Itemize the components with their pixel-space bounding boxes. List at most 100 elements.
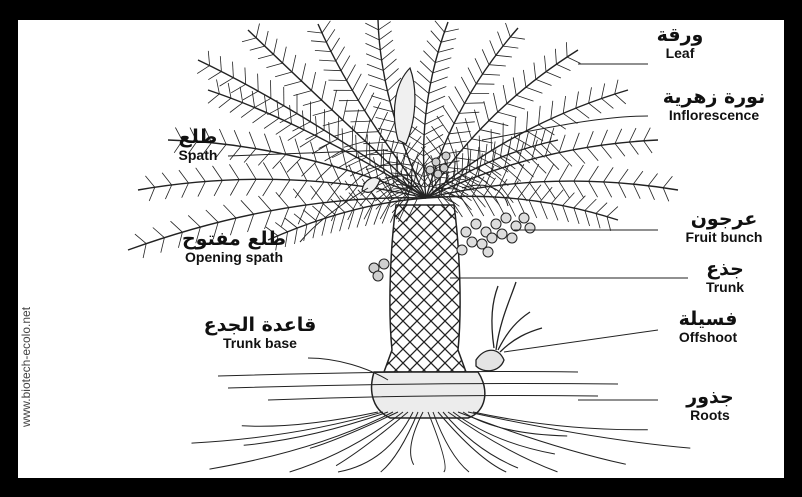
- leaflet: [426, 137, 440, 155]
- leaflet: [256, 24, 259, 38]
- label-leaf-en: Leaf: [648, 46, 712, 61]
- leaflet: [357, 132, 379, 133]
- leaflet: [541, 129, 545, 144]
- leaflet: [663, 176, 672, 188]
- leaflet: [563, 206, 569, 222]
- leaflet: [432, 126, 445, 144]
- leaflet: [340, 212, 345, 231]
- leaflet: [574, 196, 586, 208]
- leaflet: [448, 168, 471, 171]
- leaflet: [589, 87, 592, 103]
- root-strand: [210, 412, 394, 469]
- leaflet: [368, 75, 385, 81]
- leaflet: [536, 79, 552, 85]
- leaflet: [250, 46, 265, 50]
- leaflet: [366, 54, 382, 61]
- leaflet: [366, 206, 373, 226]
- leaflet: [135, 234, 146, 244]
- leaflet: [437, 116, 449, 134]
- leaflet: [249, 132, 256, 149]
- leaflet: [197, 66, 209, 74]
- leaflet: [518, 163, 533, 177]
- leaflet: [503, 85, 507, 104]
- leaflet: [490, 40, 496, 55]
- label-opening-spath-ar: طلع مفتوح: [152, 230, 316, 250]
- leaflet: [566, 42, 567, 57]
- leaflet: [515, 164, 524, 184]
- leaflet: [589, 166, 599, 181]
- leaflet: [145, 176, 154, 187]
- leaflet: [465, 118, 471, 139]
- leaflet: [532, 159, 547, 173]
- leaflet: [602, 83, 605, 98]
- leaflet: [420, 61, 433, 73]
- leaflet: [298, 205, 306, 224]
- leaflet: [311, 186, 324, 203]
- leaflet: [336, 47, 345, 61]
- leaflet: [322, 218, 326, 236]
- leaflet: [576, 108, 589, 118]
- leaflet: [523, 70, 526, 87]
- leaflet: [556, 64, 570, 70]
- leaflet: [213, 166, 223, 181]
- label-roots-ar: جذور: [670, 388, 750, 408]
- leaflet: [489, 121, 509, 126]
- leaflet: [302, 111, 304, 131]
- leaflet: [230, 180, 239, 196]
- leaflet: [370, 85, 388, 91]
- watermark-text: www.biotech-ecolo.net: [19, 307, 33, 427]
- leaflet: [529, 200, 537, 218]
- leaflet: [357, 208, 363, 228]
- leaflet: [279, 180, 290, 197]
- leaflet: [414, 81, 428, 93]
- leaflet: [576, 92, 579, 109]
- label-inflorescence: نورة زهرية Inflorescence: [644, 88, 784, 123]
- leaflet: [273, 154, 286, 168]
- leaflet: [615, 129, 622, 144]
- leaflet: [493, 93, 497, 112]
- leaflet: [265, 31, 268, 46]
- leaflet: [644, 141, 653, 153]
- leaflet: [663, 188, 669, 202]
- leaflet: [550, 142, 560, 153]
- leaflet: [427, 41, 438, 53]
- leaflet: [295, 139, 301, 158]
- leaflet: [551, 119, 566, 129]
- leaflet: [648, 174, 657, 186]
- leaflet: [223, 205, 236, 218]
- leaflet: [589, 103, 602, 113]
- leaflet: [365, 93, 374, 111]
- leaflet: [429, 87, 447, 94]
- leaflet: [258, 55, 274, 59]
- leaflet: [563, 193, 575, 206]
- leaflet: [539, 106, 541, 125]
- label-trunk-en: Trunk: [690, 280, 760, 295]
- leaflet: [230, 103, 243, 113]
- leaflet: [629, 128, 636, 142]
- leaflet: [217, 79, 220, 94]
- leaflet: [307, 31, 322, 33]
- root-strand: [448, 412, 558, 472]
- leaflet: [314, 163, 324, 182]
- leaflet: [456, 127, 463, 148]
- label-roots-en: Roots: [670, 408, 750, 423]
- leaflet: [534, 63, 536, 80]
- leaflet: [365, 33, 379, 40]
- leaflet: [312, 72, 316, 91]
- leaflet: [424, 125, 443, 135]
- leaflet: [472, 196, 484, 216]
- leaflet: [629, 142, 638, 155]
- leaflet: [423, 51, 435, 63]
- leaflet: [364, 199, 375, 220]
- leaflet: [319, 139, 338, 149]
- leaflet: [323, 120, 343, 126]
- leaflet: [533, 146, 545, 157]
- leaflet: [607, 207, 618, 217]
- leaflet: [265, 211, 272, 229]
- leaflet: [444, 29, 458, 32]
- leaflet: [313, 110, 333, 115]
- leaflet: [297, 162, 307, 181]
- leaflet: [303, 210, 316, 221]
- leaflet: [524, 149, 537, 160]
- leaflet: [302, 162, 317, 177]
